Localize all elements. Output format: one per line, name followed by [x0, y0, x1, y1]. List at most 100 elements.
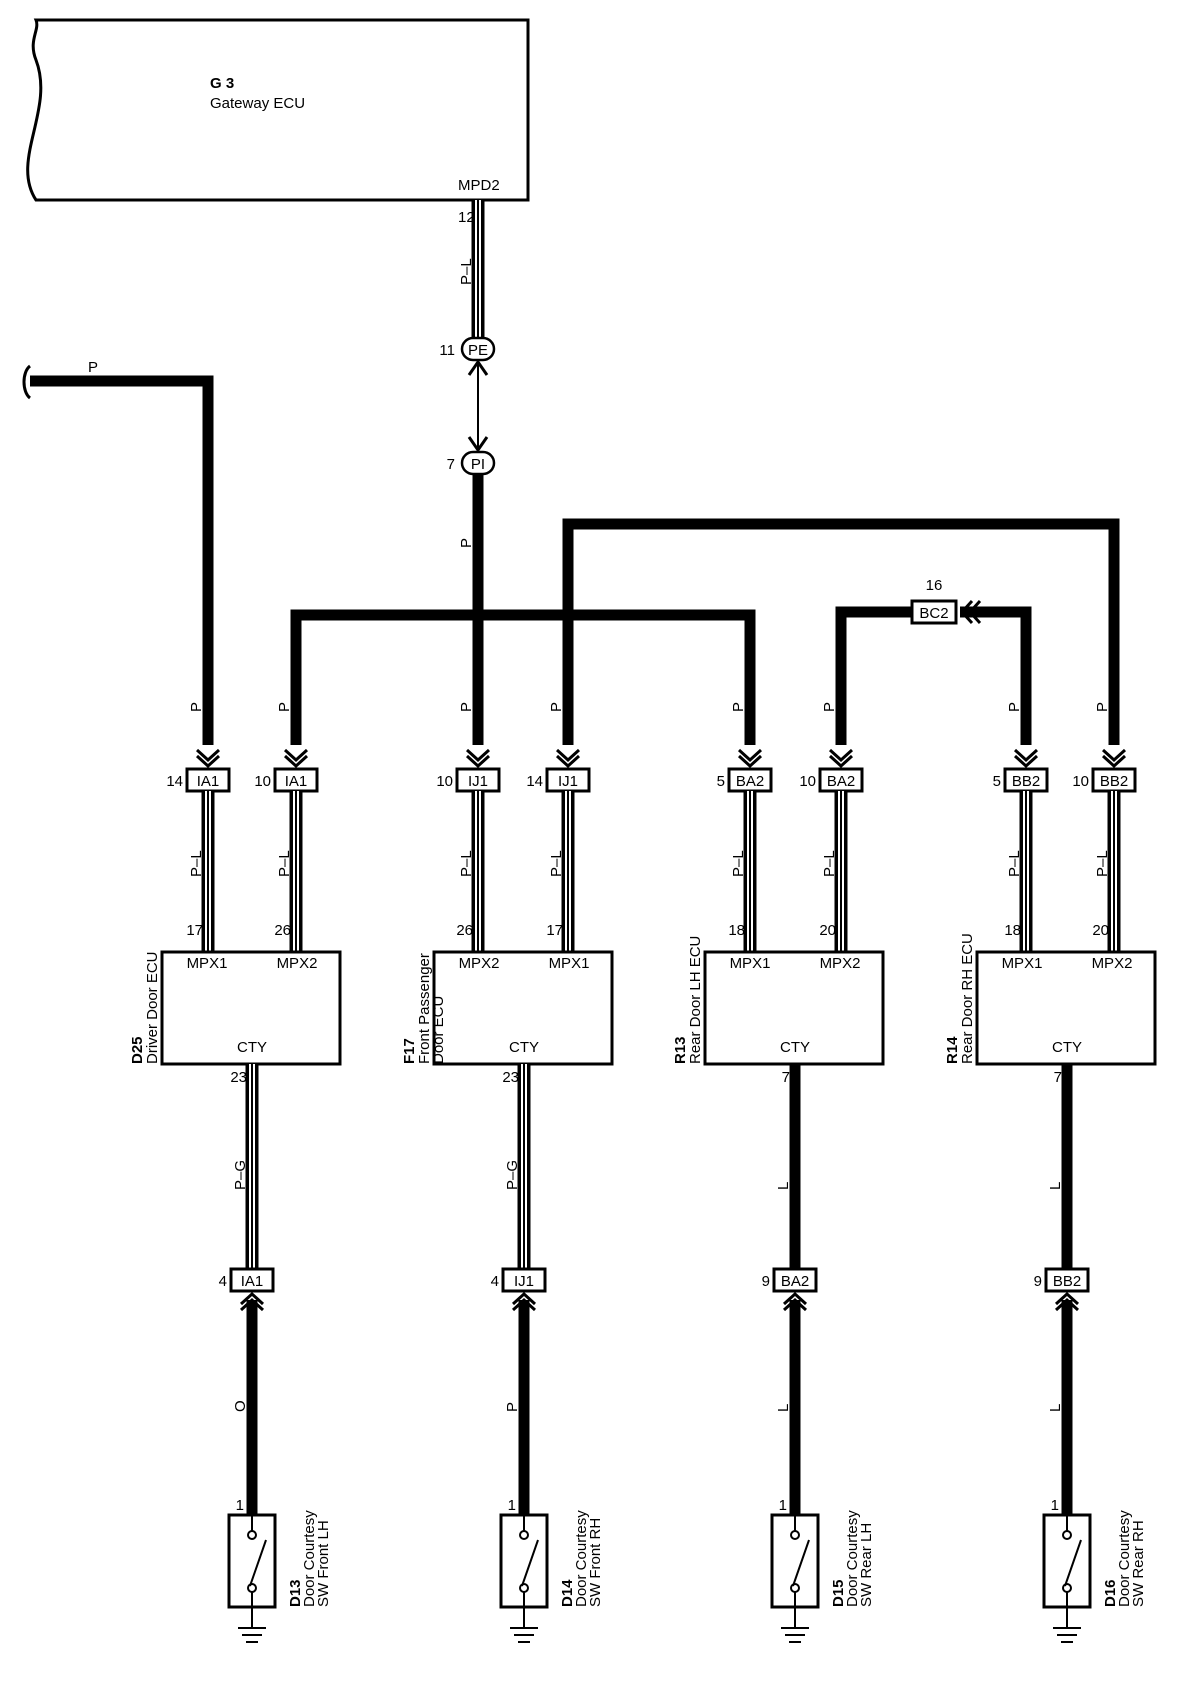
- ecu-left-terminal: MPX1: [187, 955, 228, 972]
- chevron-down-icon: [1101, 754, 1127, 769]
- switch-lever: [1064, 1539, 1082, 1587]
- switch-name-line: SW Rear RH: [1130, 1520, 1147, 1607]
- chevron-down-icon: [195, 748, 221, 763]
- chevron-down-icon: [555, 754, 581, 769]
- switch-contact: [790, 1583, 800, 1593]
- switch-lever: [521, 1539, 539, 1587]
- left-feed-wire: [30, 375, 214, 745]
- junction-pi: PI 7: [447, 450, 496, 476]
- cty-pin: 7: [782, 1069, 790, 1086]
- connector-pin: 5: [993, 773, 1001, 790]
- connector-pin: 5: [717, 773, 725, 790]
- ecu-code: R14: [944, 1036, 961, 1064]
- connector-code: IJ1: [558, 773, 578, 790]
- switch-name-line: Door Courtesy: [301, 1510, 318, 1607]
- door-courtesy-switch: [770, 1513, 820, 1609]
- switch-name-line: Door Courtesy: [573, 1510, 590, 1607]
- gateway-wire-label: P–L: [458, 258, 475, 285]
- door-courtesy-switch: [1042, 1513, 1092, 1609]
- chevron-down-icon: [465, 754, 491, 769]
- wire-bottom-label: P–L: [821, 850, 838, 877]
- connector-code: IA1: [285, 773, 308, 790]
- ecu-bottom-terminal: CTY: [780, 1039, 810, 1056]
- cty-wire-label: L: [1047, 1182, 1064, 1190]
- switch-wire-label: L: [775, 1404, 792, 1412]
- p-bus-wires: [30, 375, 1120, 745]
- connector-code: IJ1: [468, 773, 488, 790]
- chevron-up-icon: [239, 1291, 265, 1306]
- ecu-pin: 18: [728, 922, 745, 939]
- ecu-code: F17: [401, 1038, 418, 1064]
- switch-wire-label: P: [504, 1402, 521, 1412]
- switch-name-line: SW Front LH: [315, 1520, 332, 1607]
- switch-name-line: Door Courtesy: [844, 1510, 861, 1607]
- wire-top-label: P: [1006, 702, 1023, 712]
- ecu-pin: 26: [456, 922, 473, 939]
- switch-contact: [519, 1583, 529, 1593]
- ecu-left-terminal: MPX1: [1002, 955, 1043, 972]
- wire-bottom-label: P–L: [1006, 850, 1023, 877]
- ground-icon: [510, 1607, 538, 1643]
- ecu-right-terminal: MPX2: [277, 955, 318, 972]
- bc2-left-wire: [835, 606, 912, 745]
- wire-bottom-label: P–L: [188, 850, 205, 877]
- wire-top-label: P: [458, 702, 475, 712]
- gateway-ecu: G 3 Gateway ECU MPD2: [26, 18, 530, 202]
- junction-pe-code: PE: [468, 342, 488, 359]
- switch-code: D15: [830, 1579, 847, 1607]
- wire-bottom-label: P–L: [276, 850, 293, 877]
- connector-code: BB2: [1053, 1273, 1081, 1290]
- ecu-box: [432, 950, 614, 1066]
- wire-top-label: P: [730, 702, 747, 712]
- switch-contact: [519, 1530, 529, 1540]
- connector-pin: 9: [762, 1273, 770, 1290]
- connector-pin: 9: [1034, 1273, 1042, 1290]
- connector-code: IA1: [241, 1273, 264, 1290]
- ecu-left-terminal: MPX1: [730, 955, 771, 972]
- junction-pe-pin: 11: [439, 342, 455, 359]
- chevron-down-icon: [1013, 754, 1039, 769]
- left-feed-wire-label: P: [88, 359, 98, 376]
- connector-pin: 10: [799, 773, 816, 790]
- switch-contact: [1062, 1530, 1072, 1540]
- top-bus-wire: [562, 518, 1120, 745]
- switch-contact: [1062, 1583, 1072, 1593]
- ecu-pin: 18: [1004, 922, 1021, 939]
- wire-bottom-label: P–L: [458, 850, 475, 877]
- ecu-pin: 26: [274, 922, 291, 939]
- ecu-code: R13: [672, 1036, 689, 1064]
- switch-lever: [249, 1539, 267, 1587]
- bc2-right-wire: [960, 606, 1032, 745]
- chevron-down-icon: [1101, 748, 1127, 763]
- ground-icon: [1053, 1607, 1081, 1643]
- switch-code: D13: [287, 1579, 304, 1607]
- ecu-right-terminal: MPX2: [820, 955, 861, 972]
- connector-ij1-10: P IJ1 10P–L 26: [436, 702, 501, 952]
- cty-pin: 23: [502, 1069, 519, 1086]
- switch-code: D14: [559, 1579, 576, 1607]
- ecu-code: D25: [129, 1036, 146, 1064]
- connector-pin: 10: [436, 773, 453, 790]
- connector-code: BB2: [1100, 773, 1128, 790]
- connector-code: BA2: [827, 773, 855, 790]
- cty-pin: 7: [1054, 1069, 1062, 1086]
- chevron-up-icon: [782, 1291, 808, 1306]
- connector-code: IJ1: [514, 1273, 534, 1290]
- ecu-left-terminal: MPX2: [459, 955, 500, 972]
- switch-pin: 1: [236, 1497, 244, 1514]
- connector-box: IJ1 10: [436, 767, 501, 793]
- gateway-connector: MPD2: [458, 177, 500, 194]
- door-courtesy-switch: [499, 1513, 549, 1609]
